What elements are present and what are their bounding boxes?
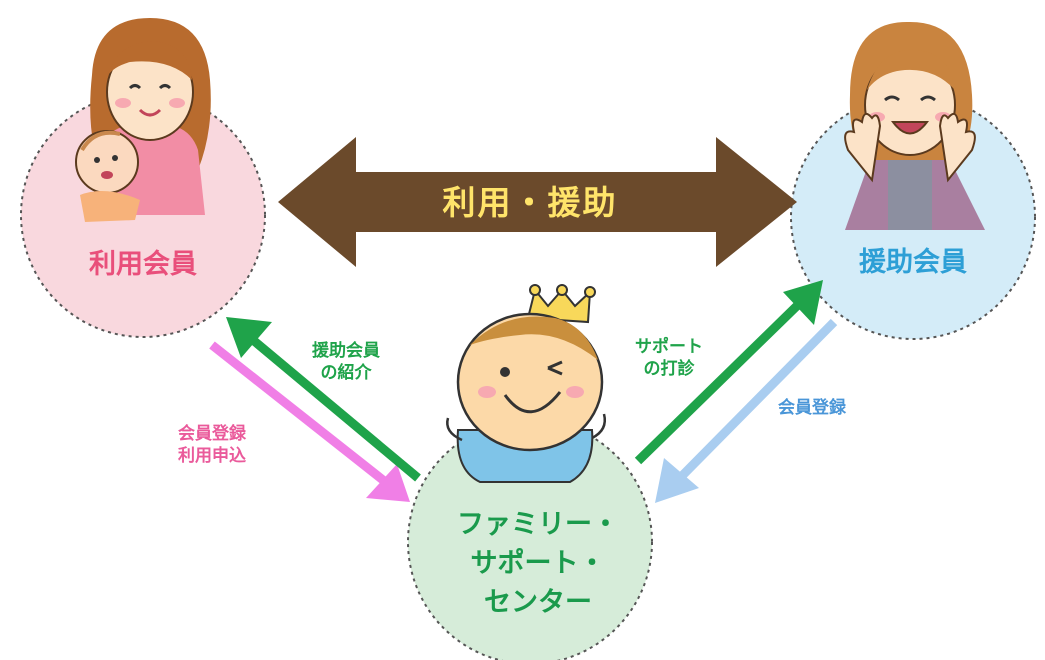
mascot-illustration <box>446 284 606 483</box>
edge-label-line: 会員登録 <box>178 424 246 444</box>
edge-label-center-to-helper: サポート の打診 <box>635 336 703 380</box>
main-double-arrow <box>278 137 797 267</box>
center-label: ファミリー・ サポート・ センター <box>457 505 619 622</box>
edge-label-helper-to-center: 会員登録 <box>778 397 846 419</box>
main-arrow-label: 利用・援助 <box>442 183 618 223</box>
center-label-line-1: ファミリー・ <box>457 509 619 540</box>
arrow-helper-to-center <box>655 318 838 503</box>
edge-label-center-to-user: 援助会員 の紹介 <box>312 340 380 384</box>
edge-label-line: 利用申込 <box>178 446 246 467</box>
mother-with-baby-illustration <box>75 18 211 222</box>
edge-label-line: 援助会員 <box>312 341 380 361</box>
arrow-user-to-center <box>209 341 410 502</box>
user-member-label: 利用会員 <box>89 248 197 280</box>
edge-label-line: 会員登録 <box>778 398 846 418</box>
helper-member-label: 援助会員 <box>859 246 967 278</box>
arrow-center-to-helper <box>634 280 823 465</box>
edge-label-line: の紹介 <box>320 363 372 384</box>
center-label-line-2: サポート・ <box>470 548 606 580</box>
edge-label-line: の打診 <box>643 359 695 380</box>
arrow-center-to-user <box>226 317 421 482</box>
center-label-line-3: センター <box>484 587 592 619</box>
helper-woman-illustration <box>844 21 985 230</box>
edge-label-line: サポート <box>635 337 703 357</box>
edge-label-user-to-center: 会員登録 利用申込 <box>178 423 246 467</box>
